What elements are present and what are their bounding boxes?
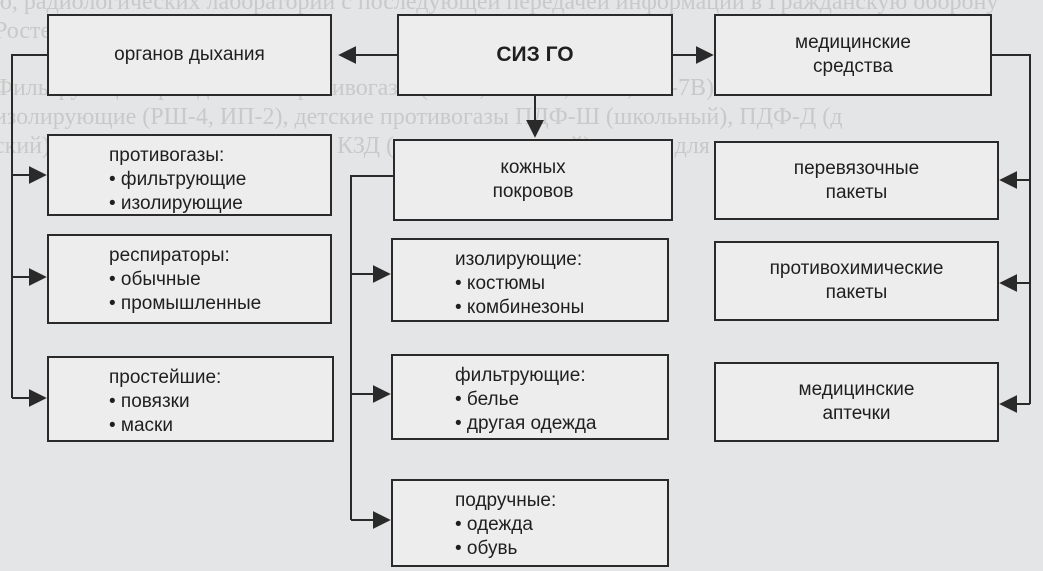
- gas-masks-item: • фильтрующие: [109, 169, 247, 190]
- kits-line: аптечки: [822, 403, 891, 424]
- filtering-box: фильтрующие: • белье • другая одежда: [391, 354, 669, 440]
- insulating-item: • костюмы: [455, 273, 545, 294]
- insulating-box: изолирующие: • костюмы • комбинезоны: [391, 238, 669, 322]
- kits-box: медицинские аптечки: [714, 362, 999, 442]
- simple-box: простейшие: • повязки • маски: [47, 356, 334, 442]
- dressing-line: перевязочные: [793, 157, 920, 179]
- filtering-item: • белье: [455, 389, 520, 410]
- skin-box: кожных покровов: [393, 139, 673, 221]
- filtering-heading: фильтрующие:: [455, 365, 586, 386]
- gas-masks-heading: противогазы:: [109, 145, 225, 166]
- improvised-heading: подручные:: [455, 490, 557, 511]
- kits-line: медицинские: [798, 379, 915, 400]
- insulating-heading: изолирующие:: [455, 249, 583, 270]
- root-box: СИЗ ГО: [397, 14, 673, 96]
- medical-title-line: средства: [813, 56, 893, 77]
- gas-masks-box: противогазы: • фильтрующие • изолирующие: [47, 134, 332, 216]
- insulating-item: • комбинезоны: [455, 297, 585, 318]
- breathing-trunk: [11, 54, 47, 398]
- antichemical-box: противохимические пакеты: [714, 241, 999, 321]
- improvised-item: • одежда: [455, 514, 533, 535]
- improvised-box: подручные: • одежда • обувь: [391, 479, 669, 567]
- medical-trunk: [992, 54, 1031, 404]
- antichemical-line: пакеты: [825, 282, 888, 303]
- medical-title-line: медицинские: [795, 32, 911, 53]
- simple-heading: простейшие:: [109, 367, 222, 388]
- breathing-box: органов дыхания: [47, 14, 332, 96]
- gas-masks-item: • изолирующие: [109, 193, 243, 214]
- dressing-box: перевязочные пакеты: [714, 141, 999, 220]
- improvised-item: • обувь: [455, 538, 518, 559]
- respirators-item: • промышленные: [109, 293, 262, 314]
- skin-title-line: кожных: [500, 157, 566, 178]
- simple-item: • маски: [109, 415, 173, 436]
- skin-title-line: покровов: [492, 181, 574, 202]
- skin-trunk: [350, 175, 393, 520]
- root-label: СИЗ ГО: [496, 43, 574, 66]
- antichemical-line: противохимические: [769, 258, 944, 279]
- filtering-item: • другая одежда: [455, 413, 597, 434]
- respirators-heading: респираторы:: [109, 245, 230, 266]
- respirators-item: • обычные: [109, 269, 201, 290]
- simple-item: • повязки: [109, 391, 190, 412]
- dressing-line: пакеты: [825, 181, 888, 203]
- breathing-title: органов дыхания: [114, 44, 265, 65]
- respirators-box: респираторы: • обычные • промышленные: [47, 234, 332, 324]
- medical-box: медицинские средства: [714, 14, 992, 96]
